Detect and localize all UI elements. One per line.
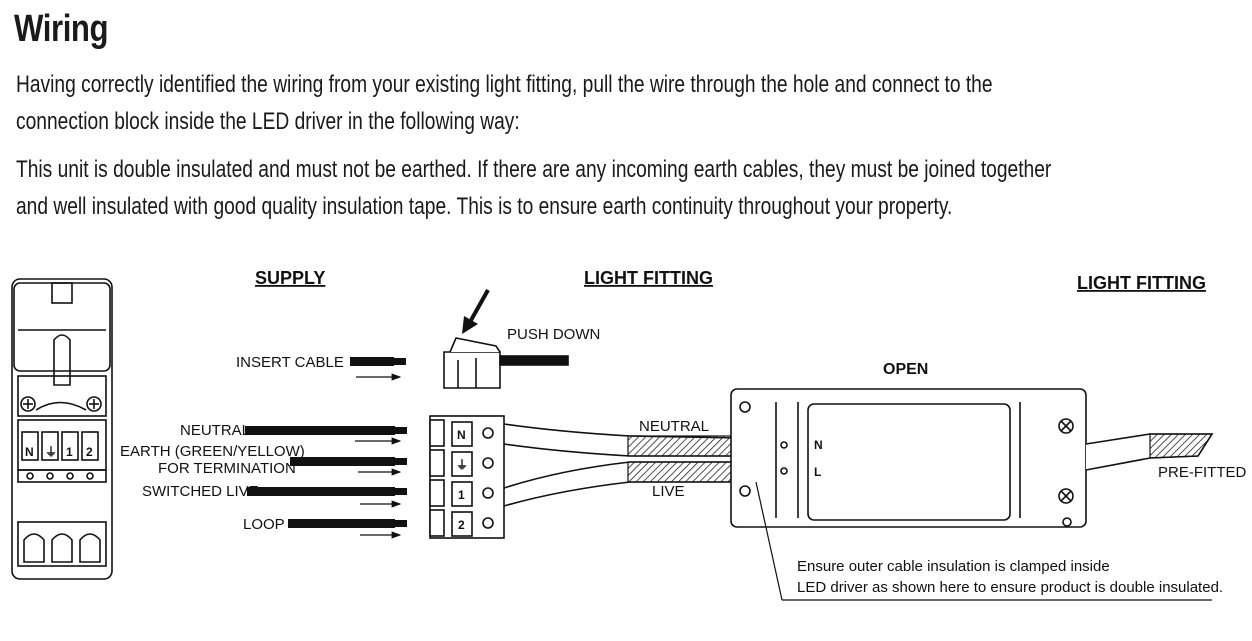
supply-labels: NEUTRAL EARTH (GREEN/YELLOW) FOR TERMINA… — [120, 422, 305, 533]
driver-terminal-n: N — [814, 438, 823, 452]
housing-terminal-2: 2 — [86, 445, 93, 459]
insulation-line-1: This unit is double insulated and must n… — [16, 156, 1052, 183]
led-driver — [730, 388, 1087, 528]
pre-fitted-cable — [1085, 433, 1214, 471]
switched-live-label: SWITCHED LIVE — [142, 483, 259, 500]
push-down-arrow — [462, 289, 490, 334]
page-title: Wiring — [14, 8, 109, 50]
terminal-n: N — [457, 428, 466, 442]
terminal-labels: N ⏚ 1 2 — [456, 428, 468, 532]
push-down-label: PUSH DOWN — [507, 326, 600, 343]
note-line-1: Ensure outer cable insulation is clamped… — [797, 558, 1110, 575]
pre-fitted-label: PRE-FITTED — [1158, 464, 1246, 481]
supply-header: SUPPLY — [255, 268, 325, 288]
live-wire-label: LIVE — [652, 483, 685, 500]
housing-terminal-1: 1 — [66, 445, 73, 459]
open-label: OPEN — [883, 361, 928, 378]
earth-label-line-1: EARTH (GREEN/YELLOW) — [120, 443, 305, 460]
insulation-line-2: and well insulated with good quality ins… — [16, 193, 953, 220]
housing-terminal-earth: ⏚ — [45, 445, 57, 459]
driver-terminal-l: L — [814, 465, 821, 479]
push-connector — [443, 337, 569, 389]
light-fitting-header-right: LIGHT FITTING — [1077, 273, 1206, 293]
note-leader — [755, 481, 1212, 601]
terminal-block — [429, 415, 505, 539]
intro-paragraph: Having correctly identified the wiring f… — [16, 66, 993, 140]
neutral-label: NEUTRAL — [180, 422, 250, 439]
housing-terminal-labels: N ⏚ 1 2 — [25, 445, 93, 459]
insert-cable-wire — [350, 357, 406, 381]
supply-wires — [245, 426, 407, 539]
terminal-1: 1 — [458, 488, 465, 502]
terminal-2: 2 — [458, 518, 465, 532]
housing-terminal-n: N — [25, 445, 34, 459]
note-line-2: LED driver as shown here to ensure produ… — [797, 579, 1223, 596]
loop-label: LOOP — [243, 516, 285, 533]
insulation-paragraph: This unit is double insulated and must n… — [16, 151, 1051, 225]
light-fitting-header-center: LIGHT FITTING — [584, 268, 713, 288]
earth-label-line-2: FOR TERMINATION — [158, 460, 296, 477]
driver-cables — [503, 423, 741, 507]
neutral-wire-label: NEUTRAL — [639, 418, 709, 435]
ceiling-rose-housing — [11, 278, 113, 580]
intro-line-1: Having correctly identified the wiring f… — [16, 71, 993, 98]
insert-cable-label: INSERT CABLE — [236, 354, 344, 371]
terminal-earth: ⏚ — [456, 458, 468, 472]
intro-line-2: connection block inside the LED driver i… — [16, 108, 520, 135]
